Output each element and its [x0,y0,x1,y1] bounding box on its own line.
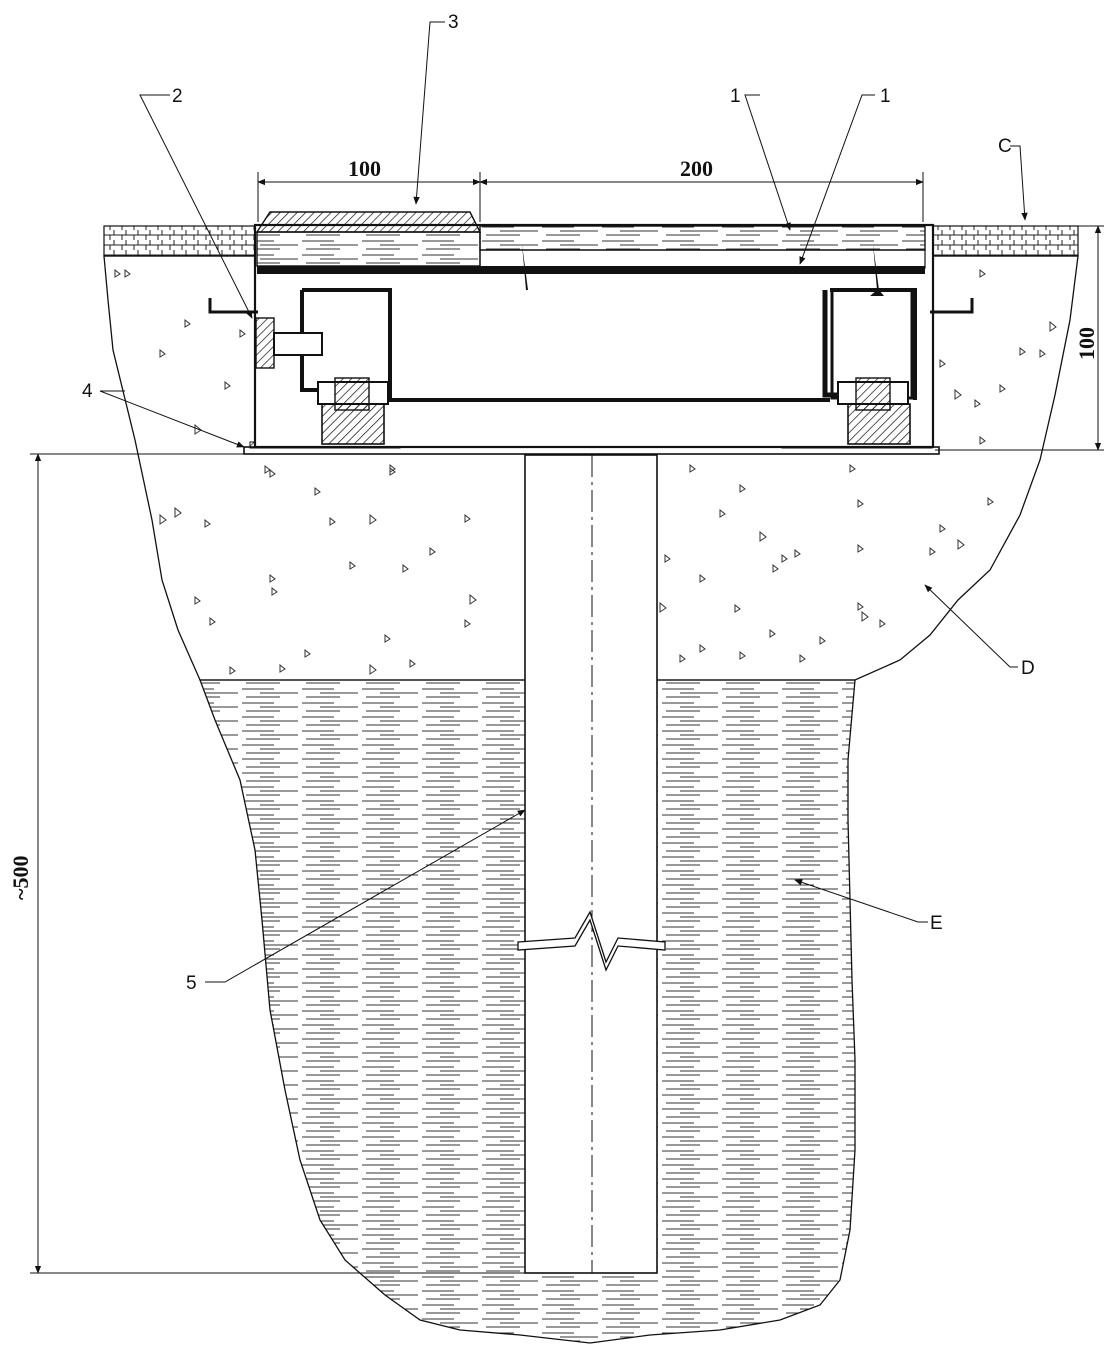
dimension-right-height: 100 [1074,327,1099,360]
dimension-top-right: 200 [680,156,713,181]
right-roller-assembly [837,377,911,445]
callout-1-lid: 1 [730,86,741,107]
cover-3 [255,211,482,233]
dimension-top-left: 100 [348,156,381,181]
left-roller-assembly [317,377,389,445]
dimension-lines [30,172,1104,1274]
pavement-layer-c [103,225,1079,257]
bolt-2 [255,317,323,369]
callout-e: E [930,913,943,934]
callout-5: 5 [186,973,197,994]
lid-1 [479,225,926,251]
callout-2: 2 [172,86,183,107]
concrete-region-d [103,255,1079,681]
callout-4: 4 [82,381,93,402]
dimension-left-depth: ~500 [8,856,33,900]
callout-1-seal: 1 [880,86,891,107]
concrete-aggregate-marks [114,268,1057,675]
callout-3: 3 [448,12,459,33]
housing-box [208,211,974,449]
pile-break-symbol [517,910,666,972]
callout-d: D [1021,658,1035,679]
callout-c: C [998,136,1012,157]
leader-lines [99,21,1028,983]
pile-5 [517,454,666,1274]
